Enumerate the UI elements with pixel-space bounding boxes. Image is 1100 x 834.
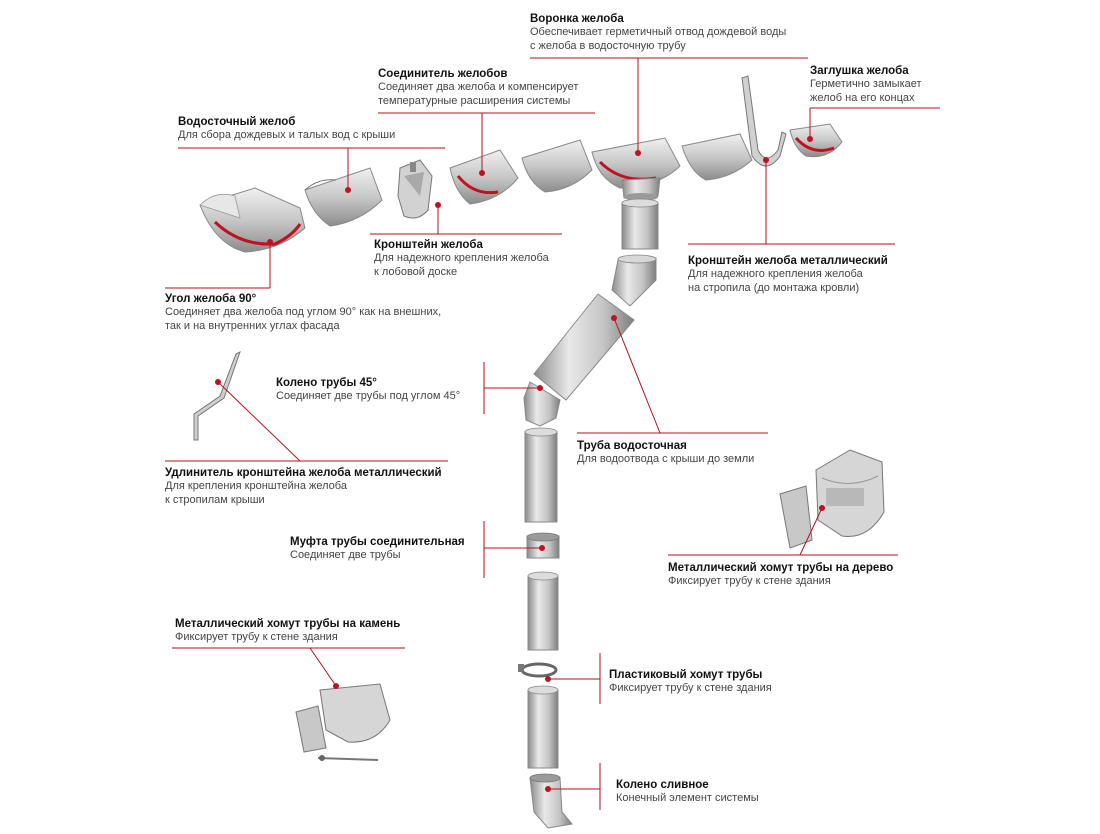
label-bracket-title: Кронштейн желоба — [374, 239, 483, 251]
label-elbow45-desc: Соединяет две трубы под углом 45° — [276, 390, 461, 402]
label-extender-title: Удлинитель кронштейна желоба металлическ… — [165, 467, 442, 479]
label-plastic-clamp-desc: Фиксирует трубу к стене здания — [609, 682, 772, 694]
label-plastic-clamp-title: Пластиковый хомут трубы — [609, 669, 763, 681]
elbow-upper-part — [611, 254, 657, 307]
label-connector: Соединитель желобов Соединяет два желоба… — [378, 67, 578, 108]
label-clamp-stone-title: Металлический хомут трубы на камень — [175, 618, 401, 630]
downpipe-short-part — [621, 198, 659, 250]
label-elbow45: Колено трубы 45° Соединяет две трубы под… — [276, 376, 460, 404]
label-corner-title: Угол желоба 90° — [165, 293, 257, 305]
label-funnel-title: Воронка желоба — [530, 13, 624, 25]
label-cap-title: Заглушка желоба — [810, 65, 909, 77]
label-connector-title: Соединитель желобов — [378, 68, 508, 80]
label-funnel-desc: Обеспечивает герметичный отвод дождевой … — [530, 26, 787, 52]
label-cap: Заглушка желоба Герметично замыкает жело… — [810, 64, 922, 105]
elbow-45-part — [523, 381, 561, 427]
label-metal-bracket-title: Кронштейн желоба металлический — [688, 255, 888, 267]
gutter-funnel-part — [591, 137, 681, 201]
metal-bracket-part — [741, 75, 787, 167]
label-extender-desc: Для крепления кронштейна желоба к стропи… — [165, 480, 347, 506]
label-clamp-wood-desc: Фиксирует трубу к стене здания — [668, 575, 831, 587]
label-metal-bracket: Кронштейн желоба металлический Для надеж… — [688, 254, 888, 295]
label-clamp-stone-desc: Фиксирует трубу к стене здания — [175, 631, 338, 643]
label-pipe: Труба водосточная Для водоотвода с крыши… — [577, 439, 754, 467]
label-clamp-wood: Металлический хомут трубы на дерево Фикс… — [668, 561, 893, 589]
clamp-stone-part — [295, 683, 391, 761]
label-gutter-title: Водосточный желоб — [178, 116, 296, 128]
gutter-segment-part-2 — [521, 139, 593, 193]
label-clamp-wood-title: Металлический хомут трубы на дерево — [668, 562, 894, 574]
label-bracket-desc: Для надежного крепления желоба к лобовой… — [374, 252, 549, 278]
label-cap-desc: Герметично замыкает желоб на его концах — [810, 78, 922, 104]
label-bracket: Кронштейн желоба Для надежного крепления… — [374, 238, 549, 279]
gutter-bracket-part — [397, 159, 433, 219]
label-funnel: Воронка желоба Обеспечивает герметичный … — [530, 12, 786, 53]
downpipe-diagonal-part — [533, 293, 635, 401]
label-connector-desc: Соединяет два желоба и компенсирует темп… — [378, 81, 579, 107]
label-coupling-title: Муфта трубы соединительная — [290, 536, 465, 548]
label-pipe-desc: Для водоотвода с крыши до земли — [577, 453, 755, 465]
label-gutter: Водосточный желоб Для сбора дождевых и т… — [178, 115, 395, 143]
label-metal-bracket-desc: Для надежного крепления желоба на стропи… — [688, 268, 863, 294]
label-coupling-desc: Соединяет две трубы — [290, 549, 401, 561]
label-drain-elbow-title: Колено сливное — [616, 779, 709, 791]
label-extender: Удлинитель кронштейна желоба металлическ… — [165, 466, 442, 507]
label-clamp-stone: Металлический хомут трубы на камень Фикс… — [175, 617, 400, 645]
gutter-segment-part — [304, 167, 383, 227]
downpipe-part-3 — [527, 685, 559, 769]
gutter-segment-part-3 — [681, 133, 753, 181]
label-coupling: Муфта трубы соединительная Соединяет две… — [290, 535, 465, 563]
gutter-connector-part — [449, 149, 519, 205]
label-plastic-clamp: Пластиковый хомут трубы Фиксирует трубу … — [609, 668, 772, 696]
label-corner: Угол желоба 90° Соединяет два желоба под… — [165, 292, 441, 333]
label-drain-elbow-desc: Конечный элемент системы — [616, 792, 759, 804]
label-drain-elbow: Колено сливное Конечный элемент системы — [616, 778, 759, 806]
gutter-end-cap-part — [789, 123, 843, 158]
gutter-corner-90-part — [199, 187, 306, 253]
clamp-wood-part — [779, 449, 885, 549]
label-corner-desc: Соединяет два желоба под углом 90° как н… — [165, 306, 442, 332]
bracket-extender-part — [193, 351, 241, 441]
downpipe-part-2 — [527, 571, 559, 651]
plastic-clamp-part — [518, 662, 558, 678]
label-elbow45-title: Колено трубы 45° — [276, 377, 377, 389]
drain-elbow-part — [529, 773, 573, 829]
downpipe-part-1 — [524, 427, 558, 523]
label-gutter-desc: Для сбора дождевых и талых вод с крыши — [178, 129, 396, 141]
label-pipe-title: Труба водосточная — [577, 440, 687, 452]
